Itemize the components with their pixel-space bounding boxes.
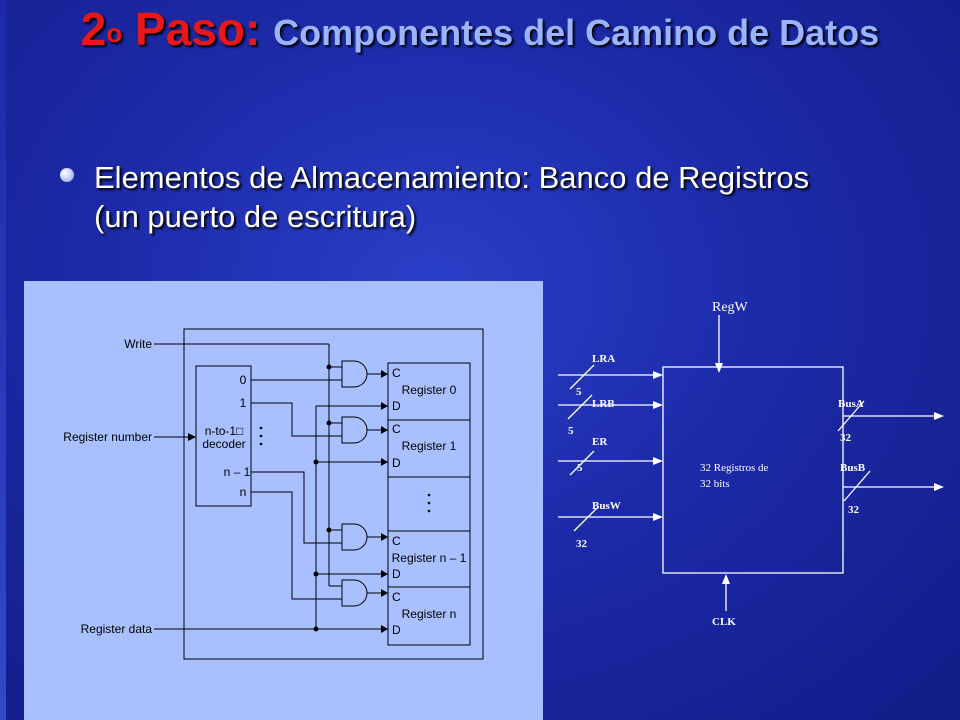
and-gate-0 bbox=[341, 360, 368, 388]
busa-width: 32 bbox=[840, 432, 852, 444]
register-bank-block: RegW LRA LRB ER BusW 5 5 5 32 32 Registr… bbox=[558, 300, 944, 628]
regn1-c: C bbox=[392, 534, 401, 548]
box-label-1: 32 Registros de bbox=[700, 462, 769, 474]
reg0-d: D bbox=[392, 399, 401, 413]
register-0-label: Register 0 bbox=[402, 383, 457, 397]
and-gate-n bbox=[341, 579, 368, 607]
register-bank-box bbox=[662, 366, 844, 574]
register-file-schematic: n-to-1□ decoder 0 1 n – 1 n Write Regist… bbox=[24, 281, 543, 720]
and-gate-1 bbox=[341, 416, 368, 444]
busb-width: 32 bbox=[848, 504, 860, 516]
register-n-label: Register n bbox=[402, 607, 457, 621]
decoder-box bbox=[195, 365, 252, 507]
regn-c: C bbox=[392, 590, 401, 604]
er-label: ER bbox=[592, 436, 608, 448]
er-width: 5 bbox=[577, 462, 583, 474]
busw-width: 32 bbox=[576, 538, 588, 550]
reg1-c: C bbox=[392, 422, 401, 436]
decoder-out-n-1: n – 1 bbox=[224, 465, 251, 479]
decoder-out-n: n bbox=[240, 485, 247, 499]
lra-width: 5 bbox=[576, 386, 582, 398]
busw-label: BusW bbox=[592, 500, 621, 512]
write-label: Write bbox=[124, 337, 152, 351]
register-stack-gap bbox=[387, 476, 471, 532]
bullet-dot-icon bbox=[60, 168, 74, 182]
regw-label: RegW bbox=[712, 300, 749, 315]
reg1-d: D bbox=[392, 456, 401, 470]
register-1-label: Register 1 bbox=[402, 439, 457, 453]
decoder-label-2: decoder bbox=[202, 437, 245, 451]
outer-frame bbox=[183, 328, 484, 660]
register-dots bbox=[427, 493, 431, 513]
register-number-label: Register number bbox=[63, 430, 152, 444]
register-n-1-label: Register n – 1 bbox=[392, 551, 467, 565]
lra-label: LRA bbox=[592, 353, 615, 365]
bullet-text: Elementos de Almacenamiento: Banco de Re… bbox=[94, 160, 810, 234]
reg0-c: C bbox=[392, 366, 401, 380]
decoder-out-0: 0 bbox=[240, 373, 247, 387]
box-label-2: 32 bits bbox=[700, 478, 730, 490]
decoder-label-1: n-to-1□ bbox=[205, 424, 244, 438]
lrb-label: LRB bbox=[592, 398, 615, 410]
busa-label: BusA bbox=[838, 398, 864, 410]
title-step: 2o Paso: bbox=[80, 3, 274, 55]
busb-label: BusB bbox=[840, 462, 866, 474]
decoder-dots bbox=[259, 426, 263, 446]
slide-title: 2o Paso: Componentes del Camino de Datos bbox=[40, 6, 920, 64]
and-gate-n-1 bbox=[341, 523, 368, 551]
regn1-d: D bbox=[392, 567, 401, 581]
left-edge-accent bbox=[0, 0, 6, 720]
decoder-out-1: 1 bbox=[240, 396, 247, 410]
lrb-width: 5 bbox=[568, 425, 574, 437]
clk-label: CLK bbox=[712, 616, 736, 628]
register-data-label: Register data bbox=[81, 622, 153, 636]
title-rest: Componentes del Camino de Datos bbox=[273, 12, 880, 53]
regn-d: D bbox=[392, 623, 401, 637]
